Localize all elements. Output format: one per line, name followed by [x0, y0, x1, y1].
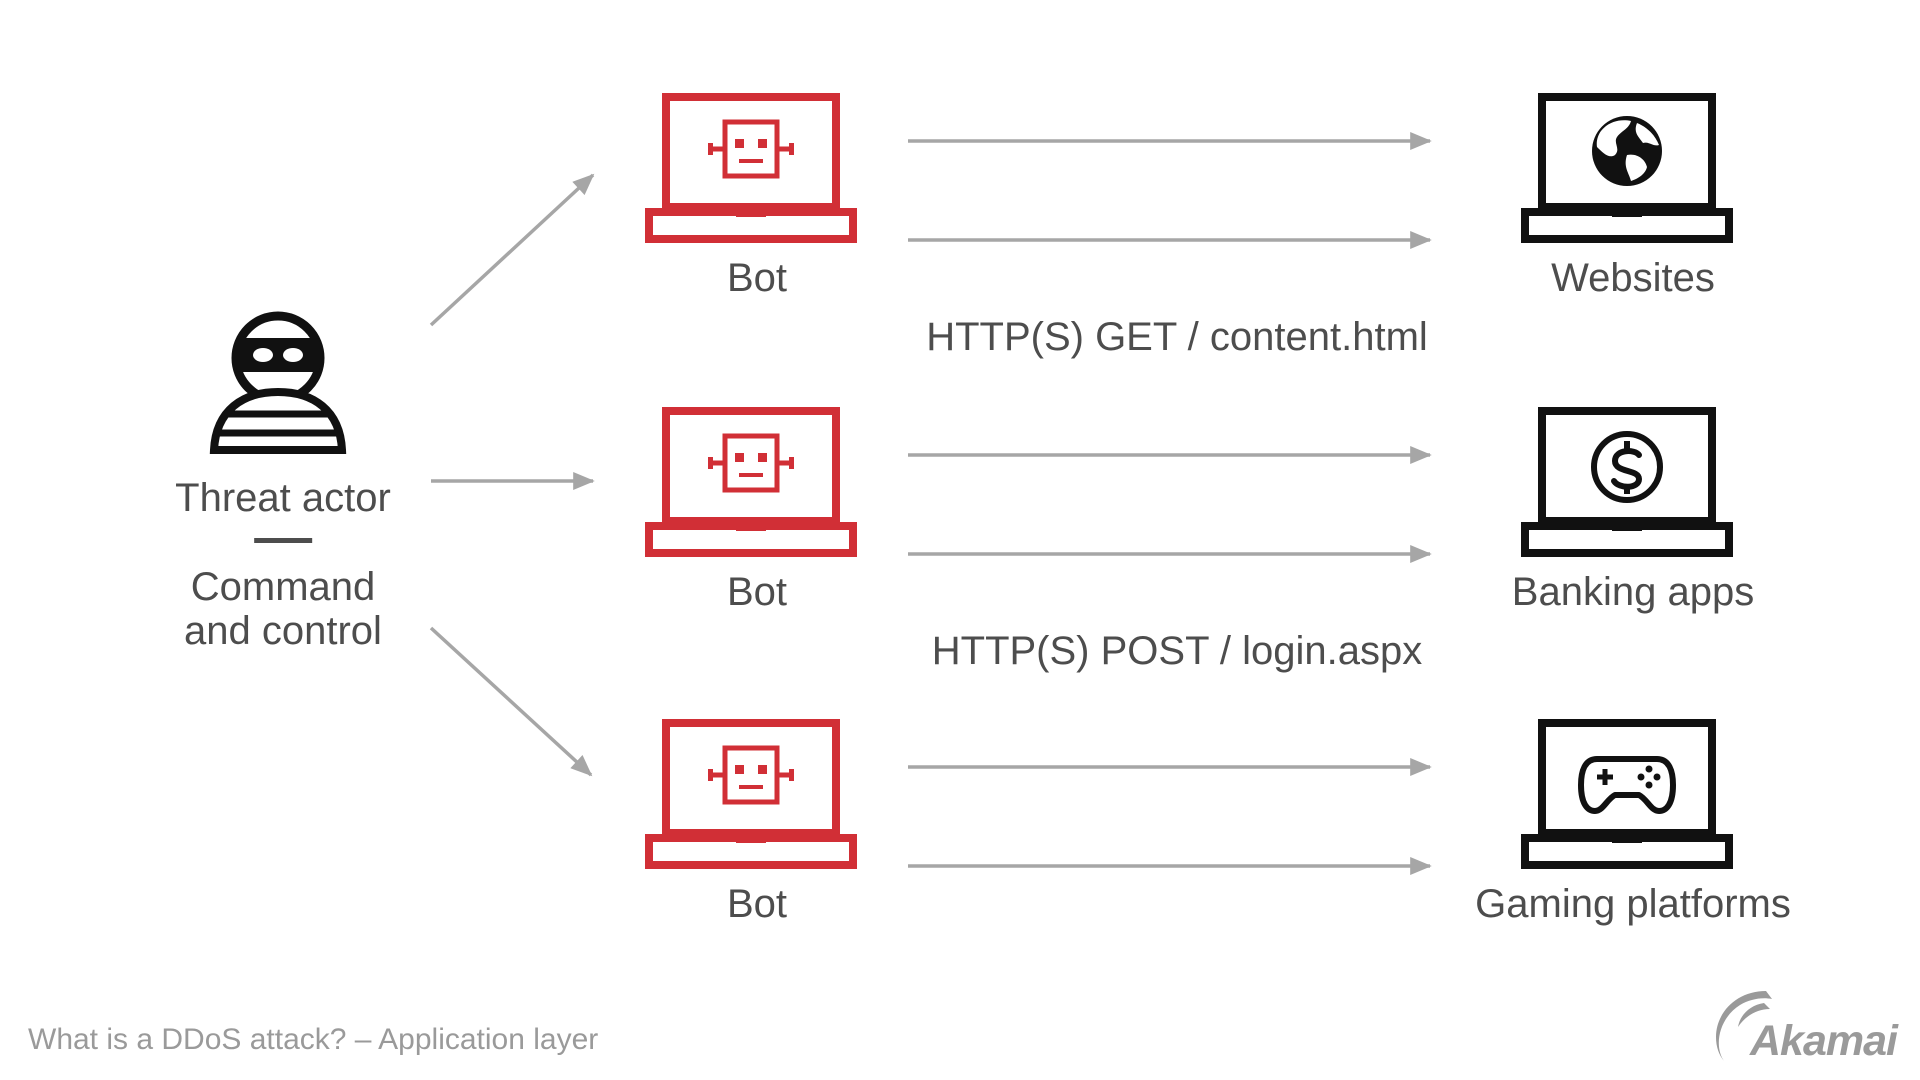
gamepad-icon [1578, 756, 1676, 814]
arrow-actor-bot-1 [429, 173, 595, 327]
akamai-logo-icon [1716, 991, 1772, 1061]
bot-laptop-3 [645, 719, 857, 869]
actor-label: Threat actor [175, 476, 391, 520]
actor-sublabel-line1: Command [190, 565, 376, 609]
target-label-banking: Banking apps [1511, 570, 1755, 614]
globe-icon [1592, 116, 1662, 186]
robot-icon [708, 433, 794, 493]
robot-icon [708, 119, 794, 179]
target-label-gaming: Gaming platforms [1475, 882, 1791, 926]
bot-label-2: Bot [726, 570, 788, 614]
request-label-get: HTTP(S) GET / content.html [926, 315, 1428, 359]
actor-sublabel-line2: and control [184, 609, 382, 653]
bot-laptop-1 [645, 93, 857, 243]
target-label-websites: Websites [1551, 256, 1715, 300]
akamai-wordmark: Akamai [1750, 1017, 1898, 1065]
request-label-post: HTTP(S) POST / login.aspx [931, 629, 1423, 673]
footer-caption: What is a DDoS attack? – Application lay… [28, 1023, 599, 1056]
bot-label-3: Bot [726, 882, 788, 926]
actor-to-bot-arrows [429, 173, 595, 777]
dollar-coin-icon [1591, 431, 1663, 503]
robot-icon [708, 745, 794, 805]
label-divider [254, 538, 312, 543]
masked-person-icon [209, 311, 347, 454]
bot-laptop-2 [645, 407, 857, 557]
bot-to-target-arrows [908, 132, 1432, 875]
target-laptop-gaming [1521, 719, 1733, 869]
actor-label-block: Threat actor Command and control [175, 476, 391, 653]
bot-label-1: Bot [726, 256, 788, 300]
arrow-actor-bot-3 [429, 626, 593, 777]
target-laptop-websites [1521, 93, 1733, 243]
target-laptop-banking [1521, 407, 1733, 557]
